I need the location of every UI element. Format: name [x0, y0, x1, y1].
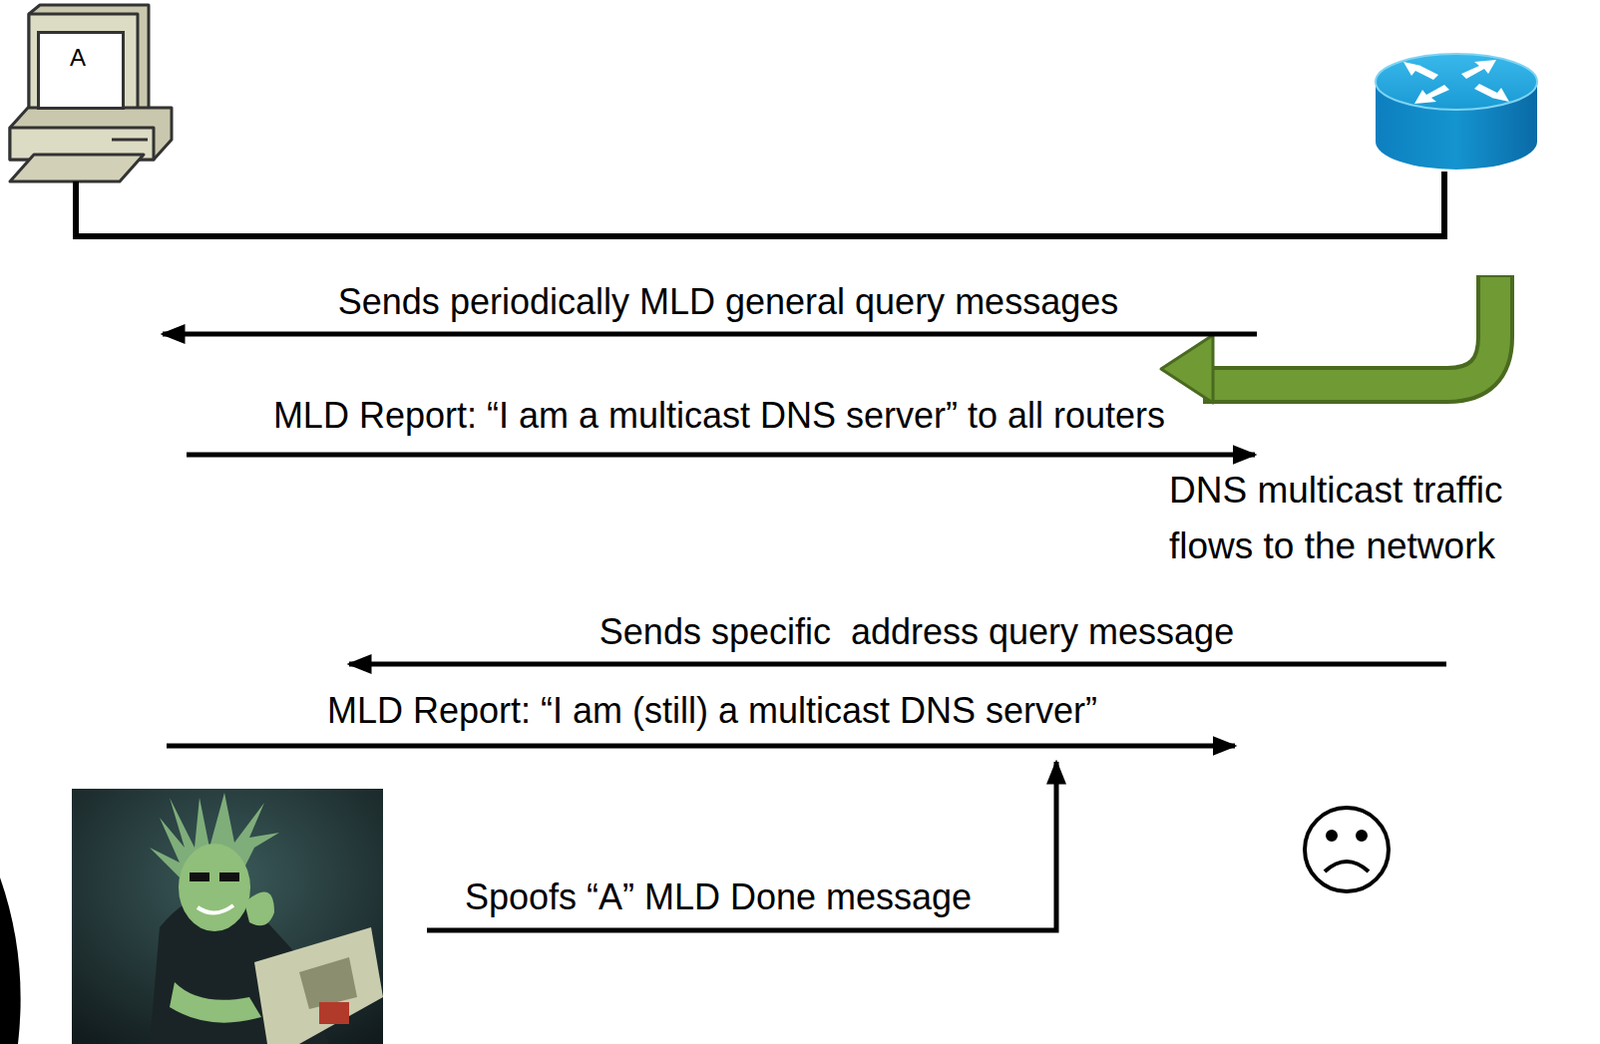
network-link [75, 171, 1445, 237]
sad-face [1304, 807, 1389, 892]
flow-arrow [1161, 275, 1496, 403]
computer-icon [9, 4, 172, 182]
message-label: MLD Report: “I am (still) a multicast DN… [327, 690, 1098, 733]
node-text: A [39, 33, 122, 70]
specific-query-arrow [349, 662, 1447, 668]
computer-screen: A [36, 30, 125, 110]
traffic-note: DNS multicast traffic flows to the netwo… [1169, 462, 1593, 575]
attacker-picture [71, 789, 384, 1044]
attack-label: Spoofs “A” MLD Done message [464, 876, 972, 919]
message-label: Sends specific address query message [599, 611, 1234, 654]
message-label: MLD Report: “I am a multicast DNS server… [273, 395, 1166, 437]
router-icon [1375, 53, 1538, 170]
report-arrow [186, 452, 1255, 458]
spoof-arrow [426, 762, 1057, 931]
corner-decoration [0, 877, 21, 1044]
query-arrow [162, 332, 1257, 338]
report-arrow [166, 744, 1235, 750]
message-label: Sends periodically MLD general query mes… [338, 281, 1119, 324]
